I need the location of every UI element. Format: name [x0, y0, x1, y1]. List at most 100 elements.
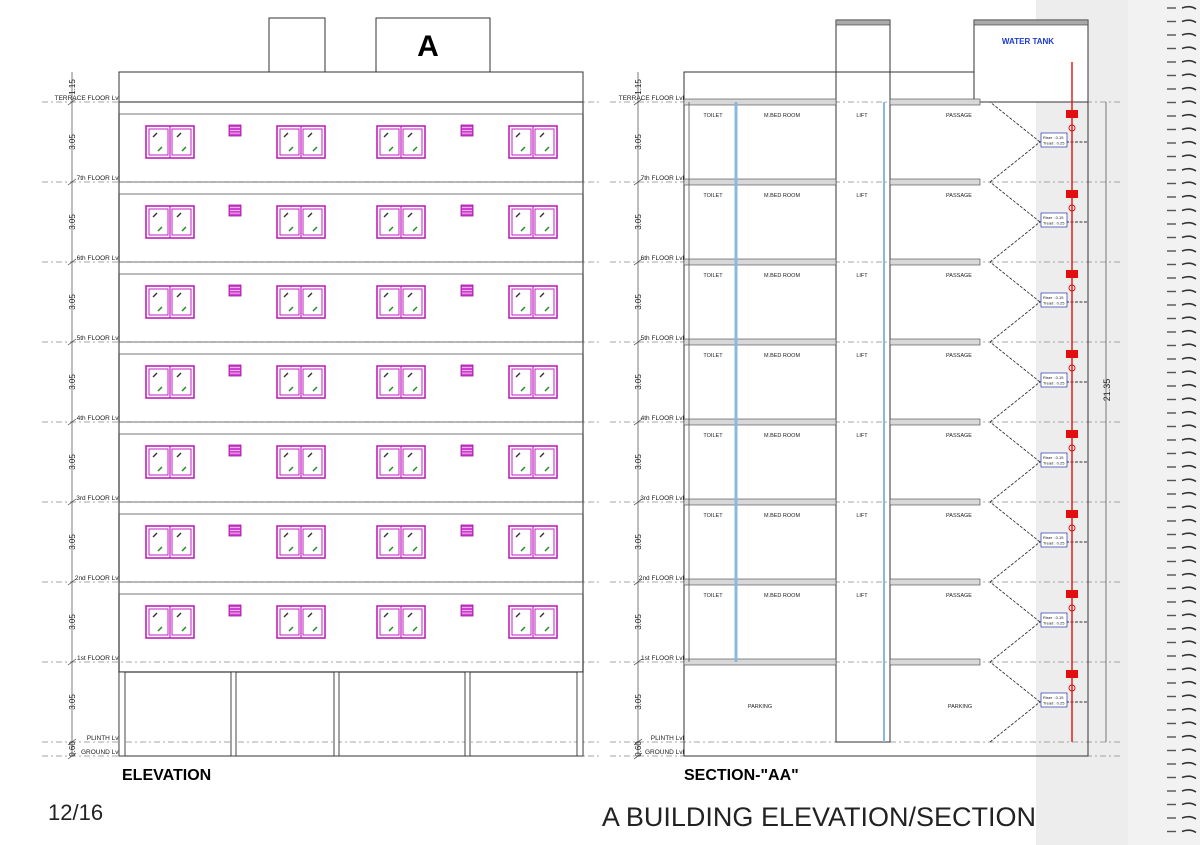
window-pane — [279, 448, 300, 476]
dimension-text: 3.05 — [634, 694, 643, 710]
binder-ring — [1181, 653, 1197, 658]
window-glint — [412, 546, 418, 552]
window-glint — [383, 532, 389, 538]
window-glint — [157, 306, 163, 312]
window-glint — [407, 212, 413, 218]
binder-ring — [1181, 694, 1197, 699]
binder-ring — [1181, 748, 1197, 753]
dimension-tick — [633, 338, 643, 346]
stilt-column — [464, 671, 471, 757]
window-glint — [407, 532, 413, 538]
window-glint — [388, 226, 394, 232]
window-pane — [279, 368, 300, 396]
window-glint — [288, 226, 294, 232]
binder-ring — [1181, 262, 1197, 267]
section-outline — [683, 71, 1089, 757]
dimension-tick — [67, 498, 77, 506]
riser-text: Riser : 0.15 — [1043, 615, 1064, 620]
dimension-text: 3.05 — [634, 214, 643, 230]
floor-slab — [683, 338, 837, 346]
level-label: PLINTH Lvl — [651, 735, 685, 742]
window-glint — [544, 626, 550, 632]
binder-ring — [1181, 518, 1197, 523]
lift-headroom — [375, 17, 491, 73]
dimension-text: 1.15 — [634, 79, 643, 95]
floor-band — [118, 341, 584, 355]
binder-ring — [1181, 19, 1197, 24]
dimension-text: 3.05 — [68, 294, 77, 310]
room-label: M.BED ROOM — [764, 513, 800, 519]
room-label: M.BED ROOM — [764, 353, 800, 359]
dimension-text: 3.05 — [68, 694, 77, 710]
binder-ring — [1181, 127, 1197, 132]
room-label: PASSAGE — [946, 513, 972, 519]
window-pane — [279, 208, 300, 236]
binder-ring — [1181, 343, 1197, 348]
window-glint — [283, 532, 289, 538]
window-glint — [288, 306, 294, 312]
binder-ring — [1181, 424, 1197, 429]
tread-text: Tread : 0.25 — [1043, 541, 1065, 546]
level-label: 6th FLOOR Lvl — [641, 255, 685, 262]
dimension-tick — [67, 418, 77, 426]
window-glint — [544, 546, 550, 552]
window-glint — [283, 612, 289, 618]
dimension-text: 3.05 — [634, 614, 643, 630]
window-pane — [279, 128, 300, 156]
window-glint — [515, 212, 521, 218]
window-pane — [511, 448, 532, 476]
dimension-text: 3.05 — [68, 454, 77, 470]
window-glint — [312, 306, 318, 312]
riser-tread-box — [1040, 452, 1068, 468]
binder-ring — [1181, 640, 1197, 645]
window-glint — [176, 532, 182, 538]
binder-ring — [1181, 370, 1197, 375]
room-label: PASSAGE — [946, 433, 972, 439]
window-glint — [539, 292, 545, 298]
binder-ring — [1181, 451, 1197, 456]
window-glint — [312, 466, 318, 472]
window-glint — [176, 292, 182, 298]
window-glint — [412, 226, 418, 232]
tread-text: Tread : 0.25 — [1043, 461, 1065, 466]
window-glint — [515, 452, 521, 458]
handrail-joint — [1068, 604, 1076, 612]
stair-flight — [989, 181, 1041, 223]
window-glint — [388, 146, 394, 152]
dimension-tick — [67, 338, 77, 346]
stair-flight — [989, 101, 1041, 143]
floor-band — [118, 101, 584, 115]
window-glint — [407, 372, 413, 378]
elevation-caption: ELEVATION — [122, 767, 211, 784]
page-title: A BUILDING ELEVATION/SECTION — [602, 802, 1036, 832]
water-tank — [973, 19, 1089, 103]
tread-text: Tread : 0.25 — [1043, 701, 1065, 706]
window-glint — [544, 226, 550, 232]
riser-tread-box — [1040, 612, 1068, 628]
window-pane — [148, 448, 169, 476]
window-glint — [520, 466, 526, 472]
total-height-text: 21.35 — [1102, 379, 1112, 402]
water-tank-label: WATER TANK — [1002, 37, 1054, 46]
window-glint — [181, 626, 187, 632]
binder-ring — [1181, 532, 1197, 537]
floor-band — [118, 421, 584, 435]
window-glint — [176, 452, 182, 458]
room-label: M.BED ROOM — [764, 593, 800, 599]
handrail-post — [1066, 590, 1078, 598]
level-label: TERRACE FLOOR Lvl — [619, 95, 685, 102]
window-glint — [157, 146, 163, 152]
window-glint — [312, 546, 318, 552]
binder-ring — [1181, 788, 1197, 793]
window-glint — [307, 212, 313, 218]
window-glint — [307, 452, 313, 458]
window-glint — [152, 292, 158, 298]
window-pane — [171, 528, 192, 556]
room-label: LIFT — [856, 353, 868, 359]
room-label: PASSAGE — [946, 193, 972, 199]
floor-band — [118, 581, 584, 595]
window-glint — [388, 626, 394, 632]
riser-tread-box — [1040, 692, 1068, 708]
level-label: 3rd FLOOR Lvl — [640, 495, 684, 502]
dimension-tick — [633, 98, 643, 106]
